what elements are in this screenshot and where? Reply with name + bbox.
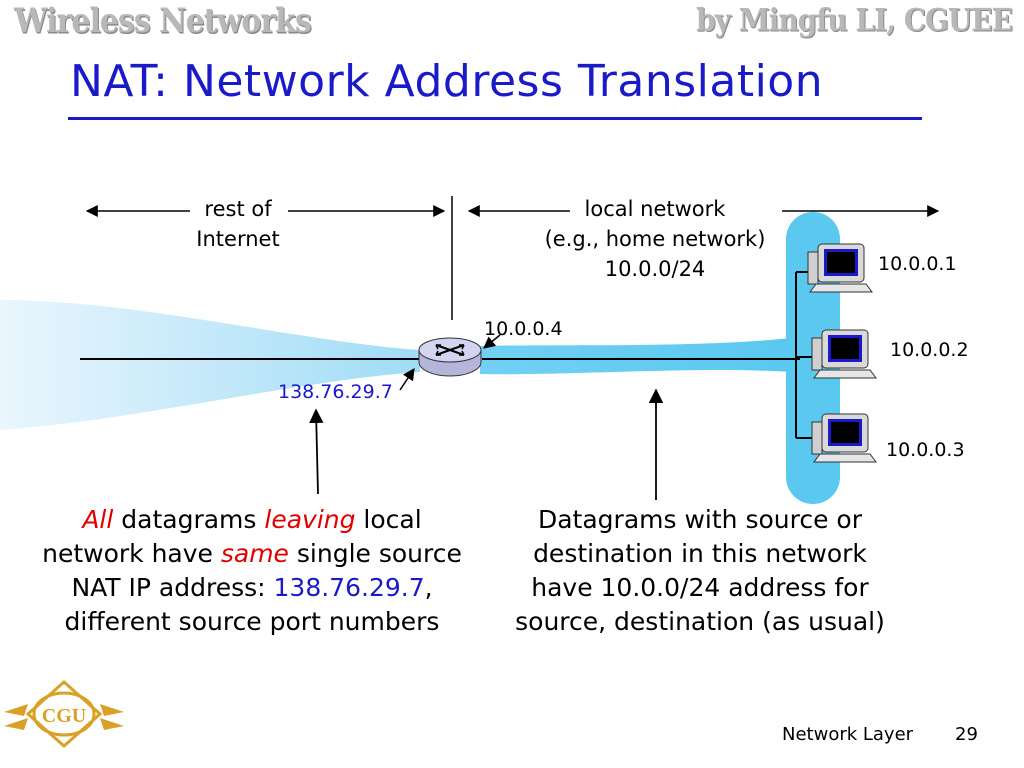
title-underline	[68, 117, 922, 120]
router-public-ip: 138.76.29.7	[278, 381, 393, 403]
public-ip-pointer	[399, 368, 415, 391]
left-note-line4: different source port numbers	[64, 607, 440, 636]
cgu-logo-icon: CGU	[4, 679, 124, 749]
left-note-line1: All datagrams leaving local	[82, 505, 422, 534]
host3-ip: 10.0.0.3	[886, 439, 965, 461]
course-header: Wireless Networks	[14, 2, 312, 42]
right-note-line4: source, destination (as usual)	[515, 607, 885, 636]
host1-ip: 10.0.0.1	[878, 253, 957, 275]
left-note-line2: network have same single source	[42, 539, 462, 568]
internet-label-line2: Internet	[196, 227, 280, 251]
local-network-shape	[480, 338, 790, 375]
nat-router-icon	[418, 337, 482, 377]
internet-link-shape	[0, 300, 420, 430]
left-note-arrow	[309, 408, 324, 495]
svg-text:CGU: CGU	[42, 705, 86, 727]
host-computer-icon	[811, 413, 877, 463]
internet-region-label: rest of Internet	[178, 194, 298, 254]
local-label-line1: local network	[584, 197, 726, 221]
host-computer-icon	[807, 243, 873, 293]
router-local-ip: 10.0.0.4	[484, 318, 563, 340]
host2-ip: 10.0.0.2	[890, 339, 969, 361]
local-ip-pointer	[483, 334, 501, 349]
slide-title: NAT: Network Address Translation	[70, 56, 824, 107]
internet-label-line1: rest of	[204, 197, 272, 221]
local-region-label: local network (e.g., home network) 10.0.…	[530, 194, 780, 284]
left-note-line3: NAT IP address: 138.76.29.7,	[71, 573, 433, 602]
left-note: All datagrams leaving local network have…	[24, 503, 480, 639]
right-note-line2: destination in this network	[533, 539, 867, 568]
local-label-line3: 10.0.0/24	[604, 257, 706, 281]
host-computer-icon	[811, 329, 877, 379]
right-note-line3: have 10.0.0/24 address for	[531, 573, 869, 602]
right-note-line1: Datagrams with source or	[537, 505, 862, 534]
page-number: 29	[955, 724, 978, 745]
footer-section: Network Layer	[782, 724, 914, 745]
right-note: Datagrams with source or destination in …	[494, 503, 906, 639]
local-label-line2: (e.g., home network)	[544, 227, 766, 251]
author-header: by Mingfu LI, CGUEE	[696, 2, 1013, 39]
